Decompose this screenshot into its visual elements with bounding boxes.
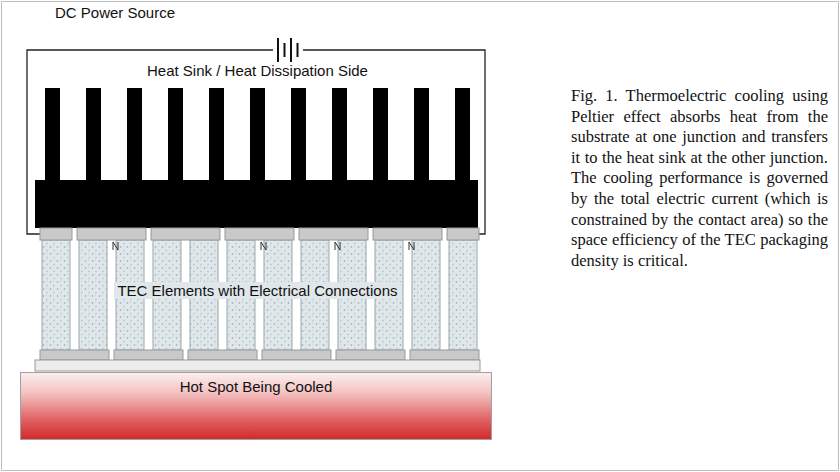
box-title: Hot Spot Being Cooled <box>21 378 491 396</box>
label-slot: TEC Elements with Electrical Connections <box>35 282 480 300</box>
figure-caption: Fig. 1. Thermoelectric cooling using Pel… <box>571 86 828 271</box>
part-label: Heat Sink / Heat Dissipation Side <box>147 62 368 79</box>
part-label: TEC Elements with Electrical Connections <box>114 282 400 299</box>
heat-sink-fins <box>45 88 470 184</box>
top-contact-pads <box>40 228 479 240</box>
connection-marks <box>113 242 414 250</box>
tec-pillars <box>42 240 477 350</box>
hot-spot-box: Hot Spot Being Cooled <box>20 372 492 440</box>
battery-symbol <box>273 36 303 64</box>
substrate-plate <box>35 360 480 371</box>
label-slot: DC Power Source <box>55 4 175 22</box>
bottom-contact-pads <box>40 350 479 360</box>
heat-sink-base <box>35 180 478 228</box>
part-label: DC Power Source <box>55 4 175 21</box>
label-slot: Heat Sink / Heat Dissipation Side <box>35 62 480 80</box>
